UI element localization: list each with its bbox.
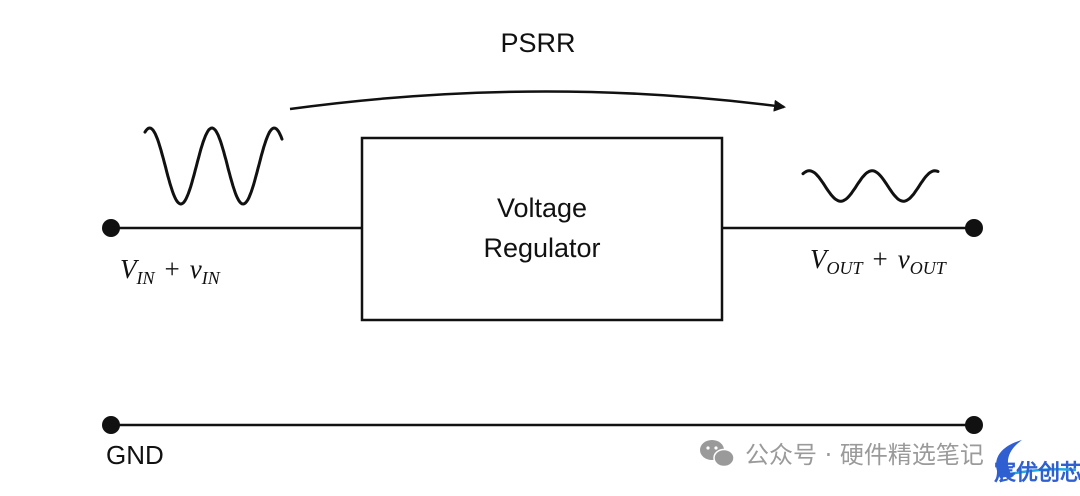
watermark: 公众号 · 硬件精选笔记: [700, 440, 984, 469]
block-label-line1: Voltage: [497, 193, 587, 223]
input-ripple-wave: [143, 126, 284, 206]
wechat-icon: [700, 440, 735, 468]
psrr-label: PSRR: [500, 28, 575, 58]
block-label-line2: Regulator: [483, 233, 600, 263]
output-voltage-label: VOUT+vOUT: [810, 244, 948, 278]
brand-logo: 宸优创芯: [994, 440, 1080, 486]
output-ripple-wave: [801, 169, 940, 203]
swoosh-logo-icon: [996, 440, 1022, 478]
ground-right-dot: [965, 416, 983, 434]
logo-text: 宸优创芯: [994, 460, 1080, 486]
ground-label: GND: [106, 440, 164, 470]
watermark-text: 公众号 · 硬件精选笔记: [745, 441, 984, 469]
output-terminal-dot: [965, 219, 983, 237]
swoosh-accent: [1009, 467, 1077, 476]
psrr-arrow: [289, 90, 786, 112]
voltage-regulator-block: [360, 136, 724, 322]
input-voltage-label: VIN+vIN: [120, 254, 221, 288]
